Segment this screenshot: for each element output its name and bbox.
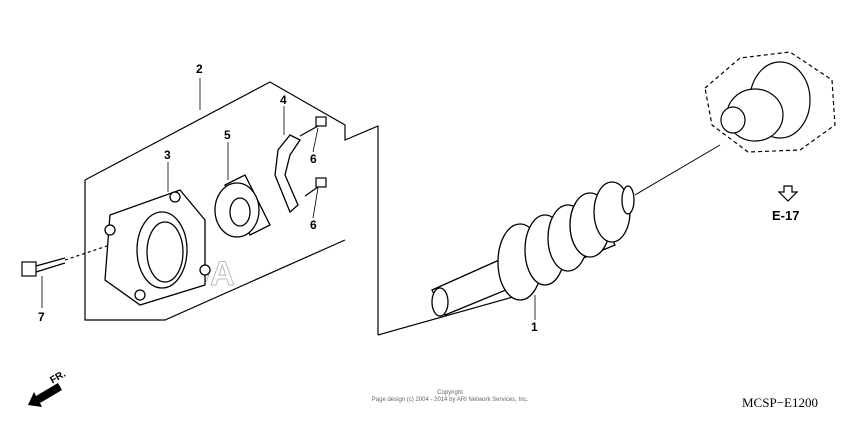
leader-lines	[41, 78, 536, 320]
copyright: Copyright Page design (c) 2004 - 2014 by…	[300, 390, 600, 404]
diagram-code: MCSP−E1200	[742, 395, 818, 410]
callout-6b: 6	[310, 218, 317, 232]
callout-4: 4	[280, 93, 287, 107]
copyright-line2: Page design (c) 2004 - 2014 by ARI Netwo…	[371, 397, 529, 403]
part-7-bolt	[21, 244, 111, 277]
part-6-bolts	[299, 116, 327, 197]
reference-e17[interactable]: E-17	[772, 208, 800, 223]
callout-1: 1	[531, 320, 538, 334]
gear-inset	[704, 51, 836, 153]
callout-7: 7	[38, 310, 45, 324]
callout-2: 2	[196, 62, 203, 76]
housing-assembly-box	[84, 81, 521, 336]
part-1-shaft	[431, 181, 635, 317]
part-4-plate	[274, 134, 301, 214]
callout-5: 5	[224, 128, 231, 142]
front-arrow-icon	[28, 383, 62, 407]
part-5-bearing	[214, 174, 271, 238]
copyright-line1: Copyright	[437, 390, 463, 396]
part-3-bearing-holder	[104, 189, 211, 306]
callout-6a: 6	[310, 152, 317, 166]
callout-3: 3	[164, 148, 171, 162]
e17-arrow-icon	[777, 185, 799, 202]
